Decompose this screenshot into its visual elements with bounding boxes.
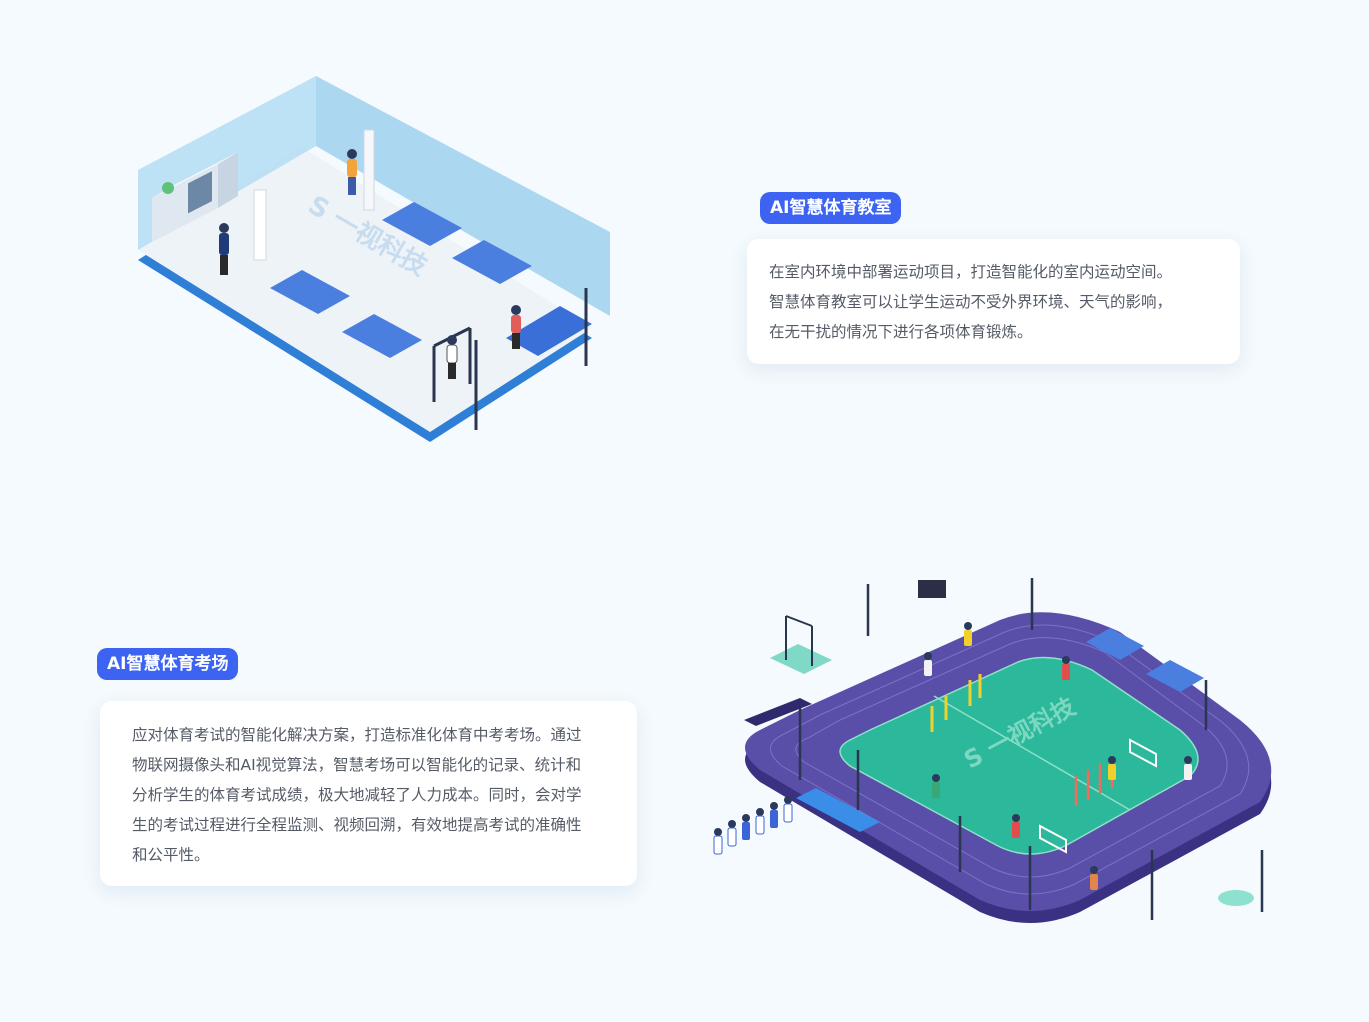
classroom-description-line: 在室内环境中部署运动项目，打造智能化的室内运动空间。 <box>769 263 1173 281</box>
round-platform <box>1218 890 1254 906</box>
room-wall-right <box>316 76 610 316</box>
exercise-mat <box>270 270 350 314</box>
smart-exam-field-illustration: S 一视科技 <box>713 578 1272 923</box>
locker-cabinet <box>152 152 238 242</box>
classroom-tag: AI智慧体育教室 <box>760 192 902 224</box>
pull-up-station <box>770 644 832 674</box>
athlete-figures <box>924 622 1192 890</box>
situp-mat <box>1086 628 1144 660</box>
exam-description-line: 和公平性。 <box>132 846 210 864</box>
plant <box>162 182 174 194</box>
student-queue <box>713 796 793 855</box>
exercise-mat <box>382 202 462 246</box>
long-jump-lane <box>796 788 880 832</box>
classroom-description-card: 在室内环境中部署运动项目，打造智能化的室内运动空间。 智慧体育教室可以让学生运动… <box>747 239 1240 364</box>
student-figure <box>219 149 521 379</box>
exam-description-line: 生的考试过程进行全程监测、视频回溯，有效地提高考试的准确性 <box>132 816 582 834</box>
height-scale <box>363 129 375 211</box>
exam-description-line: 分析学生的体育考试成绩，极大地减轻了人力成本。同时，会对学 <box>132 786 582 804</box>
exam-description-card: 应对体育考试的智能化解决方案，打造标准化体育中考考场。通过 物联网摄像头和AI视… <box>100 701 637 886</box>
exam-description-line: 应对体育考试的智能化解决方案，打造标准化体育中考考场。通过 <box>132 726 582 744</box>
classroom-description-line: 智慧体育教室可以让学生运动不受外界环境、天气的影响， <box>769 293 1173 311</box>
exercise-mat <box>342 314 422 358</box>
goal <box>1039 824 1067 854</box>
exercise-mat <box>452 240 532 284</box>
goal <box>1129 738 1157 768</box>
kiosk <box>253 189 267 261</box>
situp-mat <box>1146 660 1204 692</box>
scoreboard <box>918 580 946 598</box>
smart-classroom-illustration: S 一视科技 <box>138 76 610 442</box>
room-floor <box>138 146 592 432</box>
exam-tag: AI智慧体育考场 <box>97 648 239 680</box>
exam-description-line: 物联网摄像头和AI视觉算法，智慧考场可以智能化的记录、统计和 <box>132 756 582 774</box>
start-strip <box>744 698 812 726</box>
running-track-mat <box>506 306 592 356</box>
light-pole <box>798 578 1264 920</box>
classroom-description-line: 在无干扰的情况下进行各项体育锻炼。 <box>769 323 1033 341</box>
football-field <box>840 657 1198 854</box>
hurdle <box>930 674 982 732</box>
